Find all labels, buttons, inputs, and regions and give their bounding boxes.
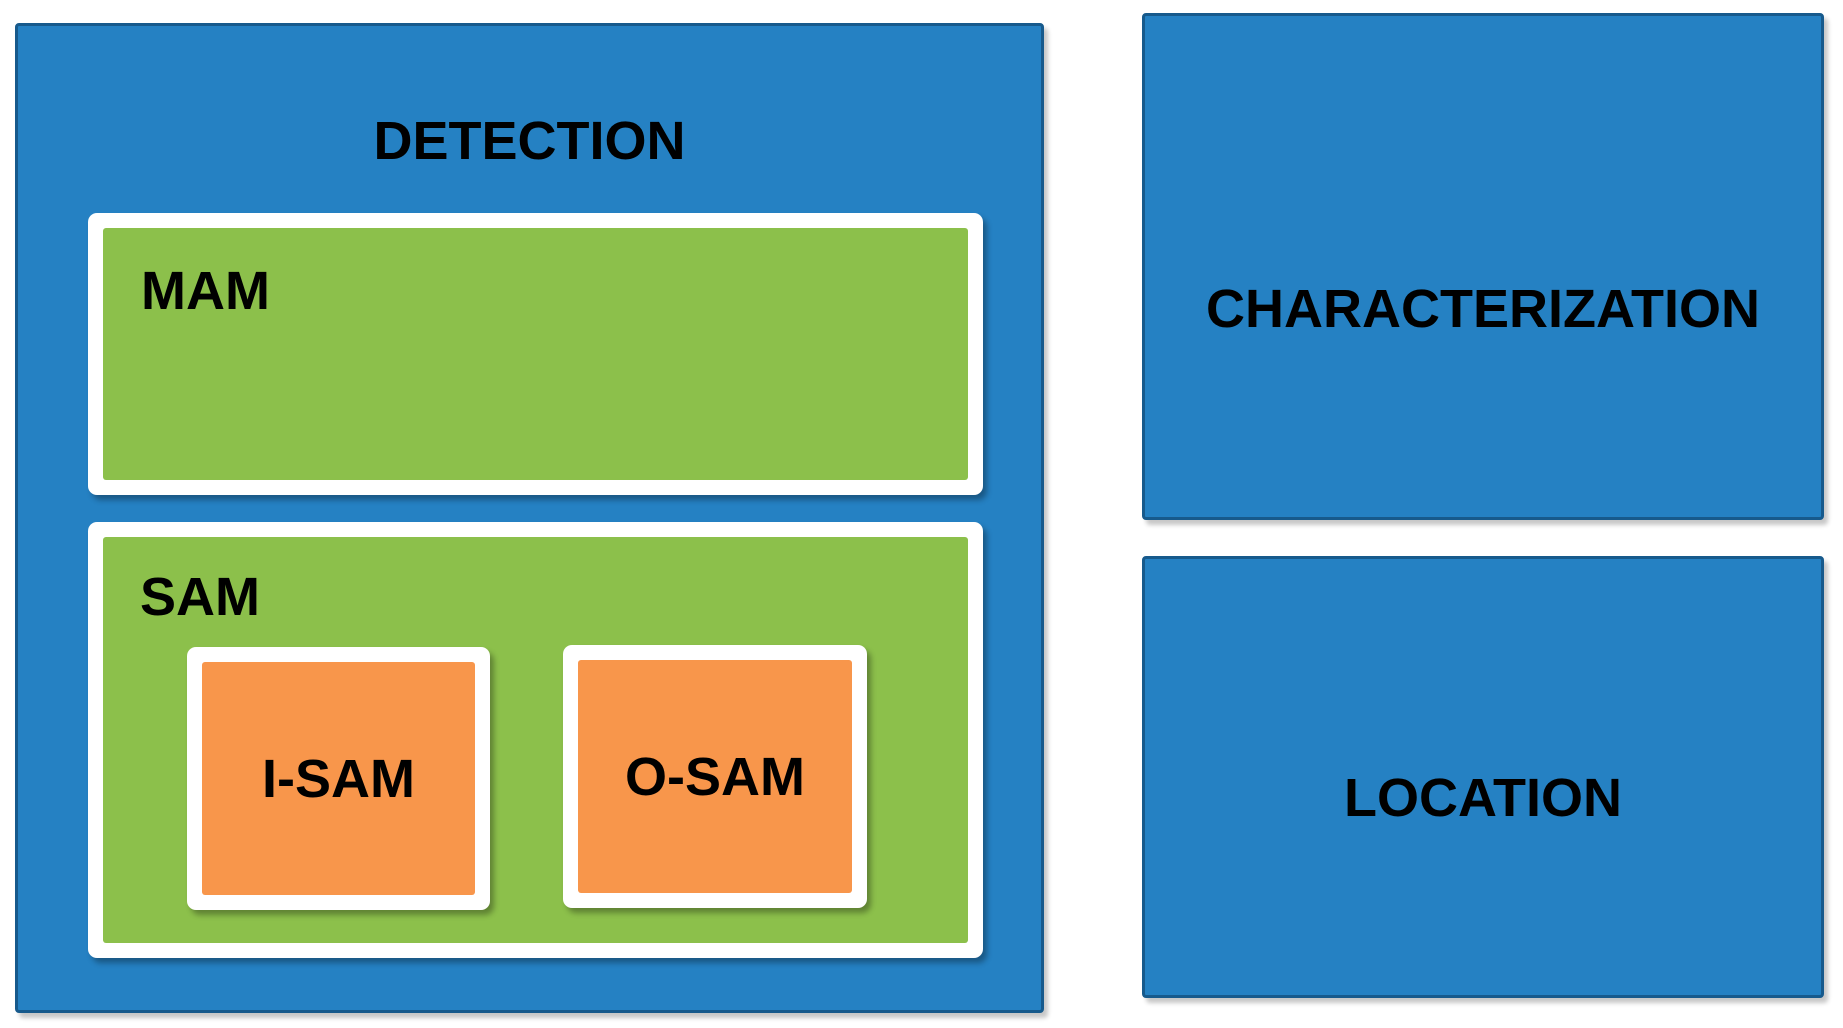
sam-label: SAM [140,567,260,627]
characterization-label-wrap: CHARACTERIZATION [1145,16,1821,517]
location-label: LOCATION [1344,768,1622,828]
isam-box: I-SAM [187,647,490,910]
mam-box: MAM [88,213,983,495]
location-label-wrap: LOCATION [1145,559,1821,995]
isam-label: I-SAM [262,748,415,809]
detection-box: DETECTION MAM SAM I-SAM O-SAM [15,23,1044,1013]
detection-label: DETECTION [373,111,686,171]
mam-label: MAM [141,261,270,321]
osam-box: O-SAM [563,645,867,908]
osam-label: O-SAM [625,746,805,807]
characterization-label: CHARACTERIZATION [1206,278,1760,339]
sam-box: SAM I-SAM O-SAM [88,522,983,958]
location-box: LOCATION [1142,556,1824,998]
osam-fill: O-SAM [578,660,852,893]
mam-fill: MAM [103,228,968,480]
characterization-box: CHARACTERIZATION [1142,13,1824,520]
isam-fill: I-SAM [202,662,475,895]
